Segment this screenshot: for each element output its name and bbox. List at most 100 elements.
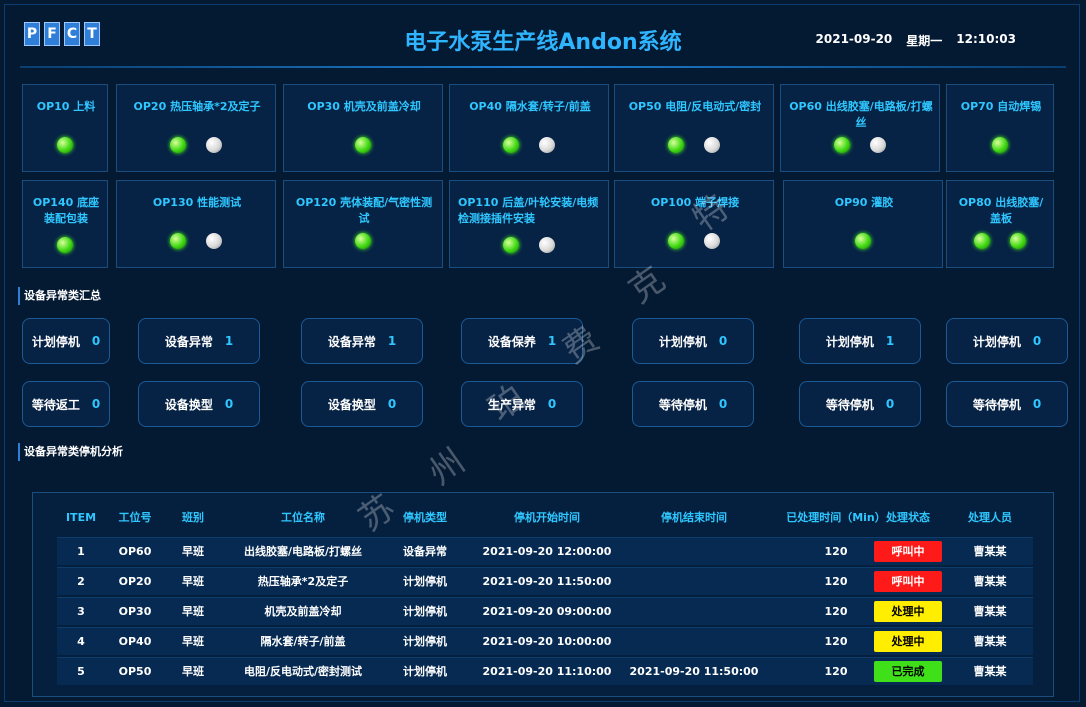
table-cell-end: 2021-09-20 11:50:00 — [629, 665, 759, 678]
station-lamps — [23, 137, 107, 153]
column-header[interactable]: 停机类型 — [403, 511, 447, 524]
table-cell-type: 设备异常 — [403, 545, 447, 558]
station-card-r2-4[interactable]: OP100 端子焊接 — [614, 180, 774, 268]
station-name: OP60 出线胶塞/电路板/打螺丝 — [789, 100, 933, 129]
table-cell-type: 计划停机 — [403, 635, 447, 648]
table-cell-start: 2021-09-20 12:00:00 — [482, 545, 612, 558]
white-status-lamp-icon — [539, 237, 555, 253]
column-header[interactable]: 工位名称 — [281, 511, 325, 524]
white-status-lamp-icon — [704, 233, 720, 249]
column-header[interactable]: 处理人员 — [968, 511, 1012, 524]
counter-value: 0 — [718, 334, 728, 348]
station-lamps — [284, 233, 442, 249]
green-status-lamp-icon — [855, 233, 871, 249]
column-header[interactable]: 已处理时间（Min） — [786, 511, 886, 524]
green-status-lamp-icon — [668, 137, 684, 153]
table-cell-start: 2021-09-20 10:00:00 — [482, 635, 612, 648]
station-card-r1-1[interactable]: OP20 热压轴承*2及定子 — [116, 84, 276, 172]
green-status-lamp-icon — [355, 137, 371, 153]
table-cell-shift: 早班 — [182, 575, 204, 588]
status-badge: 呼叫中 — [874, 541, 942, 562]
station-lamps — [117, 233, 275, 249]
counter-label: 设备保养 — [487, 334, 536, 349]
counter-label: 等待返工 — [31, 397, 80, 412]
station-name: OP90 灌胶 — [834, 196, 894, 209]
station-card-r1-2[interactable]: OP30 机壳及前盖冷却 — [283, 84, 443, 172]
column-header[interactable]: ITEM — [65, 511, 97, 524]
green-status-lamp-icon — [57, 137, 73, 153]
table-cell-item: 5 — [77, 665, 85, 678]
logo-letter: C — [64, 22, 80, 46]
station-name: OP140 底座装配包装 — [32, 196, 100, 225]
status-badge: 处理中 — [874, 601, 942, 622]
table-cell-name: 机壳及前盖冷却 — [264, 605, 342, 618]
table-cell-person: 曹某某 — [973, 635, 1007, 648]
column-header[interactable]: 停机结束时间 — [661, 511, 727, 524]
outer-frame — [4, 4, 1080, 702]
station-name: OP40 隔水套/转子/前盖 — [469, 100, 591, 113]
column-header[interactable]: 处理状态 — [886, 511, 930, 524]
station-name: OP50 电阻/反电动式/密封 — [628, 100, 762, 113]
table-cell-item: 2 — [77, 575, 85, 588]
counter-value: 0 — [718, 397, 728, 411]
table-cell-station: OP20 — [118, 575, 152, 588]
station-card-r1-6[interactable]: OP70 自动焊锡 — [946, 84, 1054, 172]
green-status-lamp-icon — [974, 233, 990, 249]
counter-label: 设备换型 — [327, 397, 376, 412]
column-header[interactable]: 工位号 — [118, 511, 152, 524]
white-status-lamp-icon — [206, 137, 222, 153]
table-cell-elapsed: 120 — [824, 665, 848, 678]
counter-label: 计划停机 — [31, 334, 80, 349]
station-card-r2-1[interactable]: OP130 性能测试 — [116, 180, 276, 268]
table-cell-name: 热压轴承*2及定子 — [257, 575, 349, 588]
counter-label: 等待停机 — [825, 397, 874, 412]
counter-label: 计划停机 — [972, 334, 1021, 349]
station-card-r1-5[interactable]: OP60 出线胶塞/电路板/打螺丝 — [780, 84, 940, 172]
column-header[interactable]: 停机开始时间 — [514, 511, 580, 524]
white-status-lamp-icon — [539, 137, 555, 153]
counter-label: 设备异常 — [164, 334, 213, 349]
station-card-r1-4[interactable]: OP50 电阻/反电动式/密封 — [614, 84, 774, 172]
station-lamps — [781, 137, 939, 153]
station-name: OP100 端子焊接 — [650, 196, 740, 209]
station-card-r2-0[interactable]: OP140 底座装配包装 — [22, 180, 108, 268]
table-cell-shift: 早班 — [182, 635, 204, 648]
table-cell-person: 曹某某 — [973, 605, 1007, 618]
station-card-r1-0[interactable]: OP10 上料 — [22, 84, 108, 172]
station-card-r2-5[interactable]: OP90 灌胶 — [783, 180, 943, 268]
station-card-r2-6[interactable]: OP80 出线胶塞/盖板 — [946, 180, 1054, 268]
station-card-r2-3[interactable]: OP110 后盖/叶轮安装/电频检测接插件安装 — [449, 180, 609, 268]
station-card-r1-3[interactable]: OP40 隔水套/转子/前盖 — [449, 84, 609, 172]
station-name: OP80 出线胶塞/盖板 — [958, 196, 1044, 225]
counter-value: 1 — [387, 334, 397, 348]
table-cell-station: OP30 — [118, 605, 152, 618]
counter-label: 计划停机 — [825, 334, 874, 349]
station-name: OP10 上料 — [36, 100, 96, 113]
logo-letter: F — [44, 22, 60, 46]
station-name: OP70 自动焊锡 — [960, 100, 1042, 113]
station-card-r2-2[interactable]: OP120 壳体装配/气密性测试 — [283, 180, 443, 268]
column-header[interactable]: 班别 — [182, 511, 204, 524]
green-status-lamp-icon — [992, 137, 1008, 153]
station-lamps — [450, 137, 608, 153]
